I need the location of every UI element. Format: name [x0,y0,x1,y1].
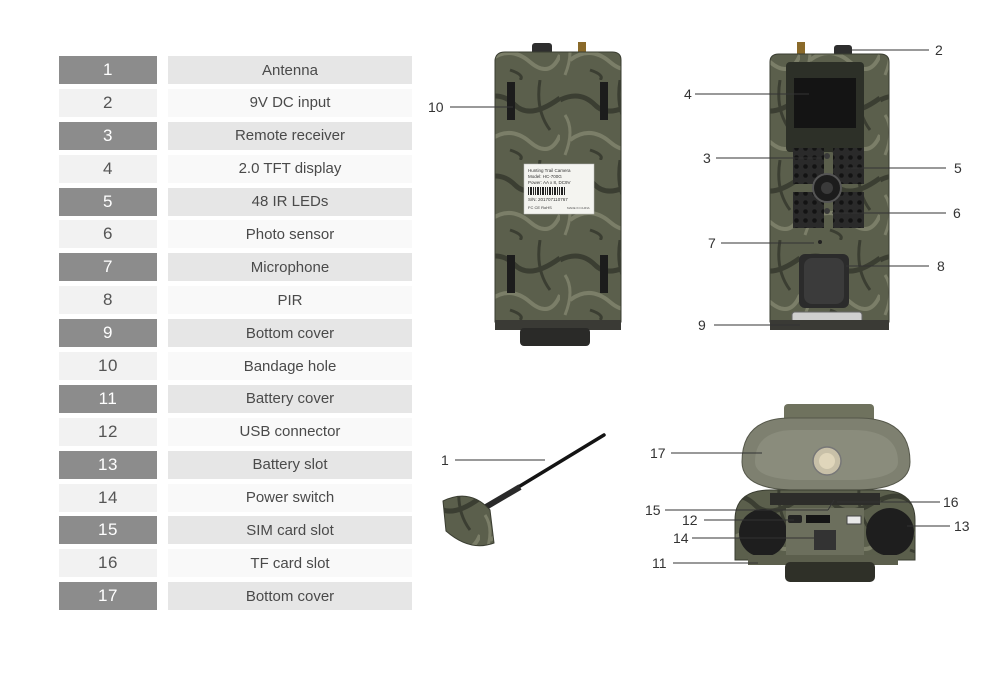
callout-number: 14 [673,530,689,546]
legend-name: Microphone [168,253,412,282]
label-origin: MADE IN CHINA [567,206,590,210]
legend-row: 17 Bottom cover [59,582,413,611]
legend-row: 10 Bandage hole [59,352,413,381]
callout-number: 4 [684,86,692,102]
legend-name: 2.0 TFT display [168,154,412,183]
tf-card-slot [806,515,830,523]
legend-row: 9 Bottom cover [59,319,413,348]
battery-slot-left [739,509,787,557]
legend-name: Power switch [168,483,412,512]
legend-row: 6 Photo sensor [59,220,413,249]
legend-number: 17 [59,582,157,611]
antenna [442,433,606,547]
power-switch [814,530,836,550]
callout-number: 16 [943,494,959,510]
callout-numbers: 10 2 4 3 5 6 7 8 9 1 17 15 16 12 13 14 1… [428,42,970,571]
legend-number: 8 [59,286,157,315]
callout-number: 10 [428,99,444,115]
tft-display [794,78,856,128]
legend-number: 7 [59,253,157,282]
legend-name: SIM card slot [168,516,412,545]
legend-name: Remote receiver [168,121,412,150]
legend-number: 13 [59,450,157,479]
legend-name: Bandage hole [168,352,412,381]
barcode [528,187,565,195]
battery-slot-right [866,508,914,556]
legend-name: USB connector [168,417,412,446]
legend-number: 16 [59,549,157,578]
legend-name: Battery slot [168,450,412,479]
legend-number: 10 [59,352,157,381]
legend-name: Photo sensor [168,220,412,249]
front-view-camera [769,42,890,330]
legend-number: 14 [59,483,157,512]
label-serial: S/N: 201707110767 [528,197,568,202]
callout-number: 9 [698,317,706,333]
label-line2: Model: HC-700G [528,174,562,179]
legend-row: 16 TF card slot [59,549,413,578]
legend-number: 4 [59,154,157,183]
legend-row: 13 Battery slot [59,450,413,479]
parts-legend: 1 Antenna 2 9V DC input 3 Remote receiver 4… [59,56,413,615]
legend-name: Bottom cover [168,319,412,348]
legend-number: 12 [59,417,157,446]
callout-number: 12 [682,512,698,528]
callout-number: 3 [703,150,711,166]
legend-row: 1 Antenna [59,56,413,84]
open-camera-interior [734,404,916,582]
callout-number: 7 [708,235,716,251]
label-marks: FC CE RoHS [528,205,552,210]
callout-number: 5 [954,160,962,176]
legend-name: 48 IR LEDs [168,187,412,216]
legend-row: 11 Battery cover [59,384,413,413]
legend-name: 9V DC input [168,88,412,117]
product-label-sticker: Hunting Trail Camera Model: HC-700G Powe… [523,163,595,215]
legend-number: 2 [59,88,157,117]
legend-number: 15 [59,516,157,545]
usb-port [788,515,802,523]
legend-number: 11 [59,384,157,413]
legend-row: 2 9V DC input [59,88,413,117]
label-line1: Hunting Trail Camera [528,168,571,173]
legend-row: 5 48 IR LEDs [59,187,413,216]
legend-row: 3 Remote receiver [59,121,413,150]
legend-row: 15 SIM card slot [59,516,413,545]
side-view-camera: Hunting Trail Camera Model: HC-700G Powe… [494,42,622,346]
callout-number: 15 [645,502,661,518]
callout-number: 1 [441,452,449,468]
legend-name: PIR [168,286,412,315]
legend-name: Bottom cover [168,582,412,611]
legend-row: 7 Microphone [59,253,413,282]
callout-number: 11 [652,555,667,571]
callout-number: 6 [953,205,961,221]
callout-number: 8 [937,258,945,274]
legend-name: Antenna [168,56,412,84]
legend-name: TF card slot [168,549,412,578]
legend-number: 1 [59,56,157,84]
legend-name: Battery cover [168,384,412,413]
legend-row: 12 USB connector [59,417,413,446]
legend-row: 8 PIR [59,286,413,315]
label-line3: Power: AA x 8, DC9V [528,180,571,185]
leader-lines [450,49,950,564]
callout-number: 17 [650,445,666,461]
legend-number: 5 [59,187,157,216]
legend-number: 9 [59,319,157,348]
legend-row: 14 Power switch [59,483,413,512]
legend-number: 3 [59,121,157,150]
legend-row: 4 2.0 TFT display [59,154,413,183]
callout-number: 2 [935,42,943,58]
callout-number: 13 [954,518,970,534]
legend-number: 6 [59,220,157,249]
